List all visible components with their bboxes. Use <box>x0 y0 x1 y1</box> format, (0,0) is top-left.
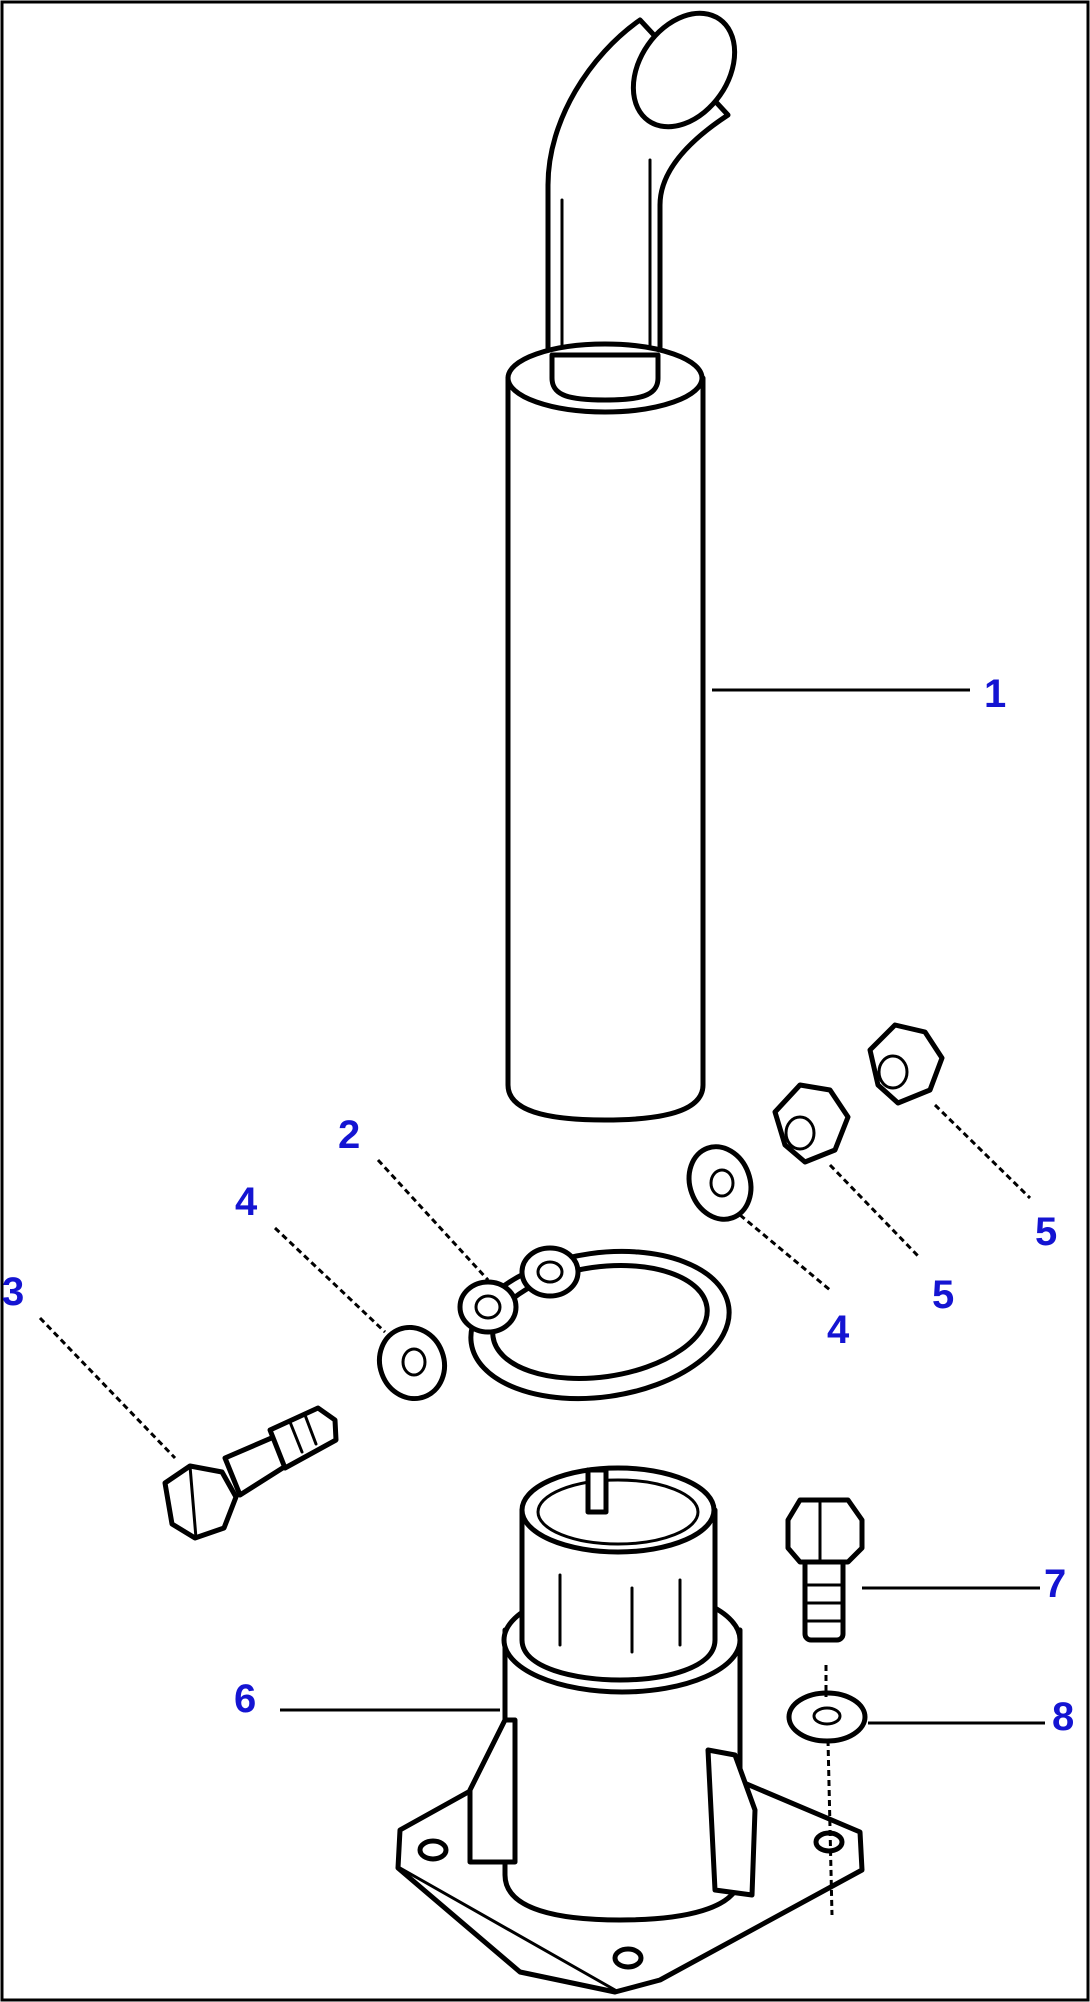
bolt-head-face <box>188 1464 198 1540</box>
upper-sleeve-bore <box>536 1478 700 1546</box>
callout-4-right: 4 <box>827 1308 850 1352</box>
plate-edge <box>398 1866 617 1992</box>
bolt-7-axis <box>826 1739 834 1916</box>
callout-5-upper: 5 <box>1035 1210 1057 1254</box>
clamp-ear-hole <box>536 1260 564 1284</box>
mount-hole <box>417 1838 449 1862</box>
washer-hole <box>709 1168 735 1198</box>
bolt-thread <box>267 1405 339 1471</box>
leader-4b <box>739 1213 831 1292</box>
callout-1: 1 <box>984 672 1006 716</box>
part-4-washer-right <box>686 1144 754 1222</box>
gusset-right <box>705 1747 758 1898</box>
callout-6: 6 <box>234 1677 256 1721</box>
callout-5-lower: 5 <box>932 1273 954 1317</box>
washer-hole <box>812 1706 842 1726</box>
washer-hole <box>401 1347 427 1377</box>
callout-4-left: 4 <box>235 1180 258 1224</box>
clamp-ear-front <box>457 1279 519 1335</box>
callout-7: 7 <box>1044 1562 1066 1606</box>
callout-8: 8 <box>1052 1695 1074 1739</box>
part-1-exhaust-pipe <box>505 10 738 1123</box>
part-5-nut-lower <box>772 1082 851 1165</box>
thread-line <box>288 1420 304 1454</box>
part-3-bolt <box>162 1405 339 1541</box>
thread-line <box>303 1413 318 1446</box>
part-7-bolt <box>785 1497 865 1643</box>
pipe-outlet <box>630 10 738 130</box>
upper-sleeve-rim <box>519 1465 717 1555</box>
pipe-entry <box>549 352 661 403</box>
leader-5b <box>933 1103 1032 1200</box>
callout-3: 3 <box>2 1270 24 1314</box>
nut-bore <box>877 1054 909 1090</box>
washer <box>786 1690 868 1744</box>
washer <box>686 1144 754 1222</box>
part-6-base-bracket <box>395 1465 865 1995</box>
washer <box>377 1324 447 1402</box>
leader-5a <box>828 1163 922 1260</box>
part-2-clamp <box>457 1245 732 1402</box>
leader-4a <box>273 1226 387 1334</box>
clamp-ear-hole <box>474 1294 502 1320</box>
upper-sleeve <box>519 1507 718 1683</box>
sleeve-slot <box>585 1467 609 1515</box>
bolt-head <box>785 1497 865 1565</box>
leader-lines <box>38 688 1045 1916</box>
leader-3 <box>38 1316 177 1460</box>
part-8-washer <box>786 1690 868 1744</box>
muffler-body <box>505 375 706 1123</box>
callout-2: 2 <box>338 1113 360 1157</box>
callout-labels: 1 2 3 4 4 5 5 6 7 8 <box>2 672 1074 1739</box>
leader-2 <box>376 1158 490 1282</box>
clamp-ear-back <box>519 1245 581 1299</box>
bolt-head <box>162 1463 239 1541</box>
mount-hole <box>612 1946 644 1970</box>
part-4-washer-left <box>377 1324 447 1402</box>
part-5-nut-upper <box>867 1022 945 1106</box>
nut-bore <box>784 1115 816 1151</box>
gusset-left <box>467 1717 518 1865</box>
